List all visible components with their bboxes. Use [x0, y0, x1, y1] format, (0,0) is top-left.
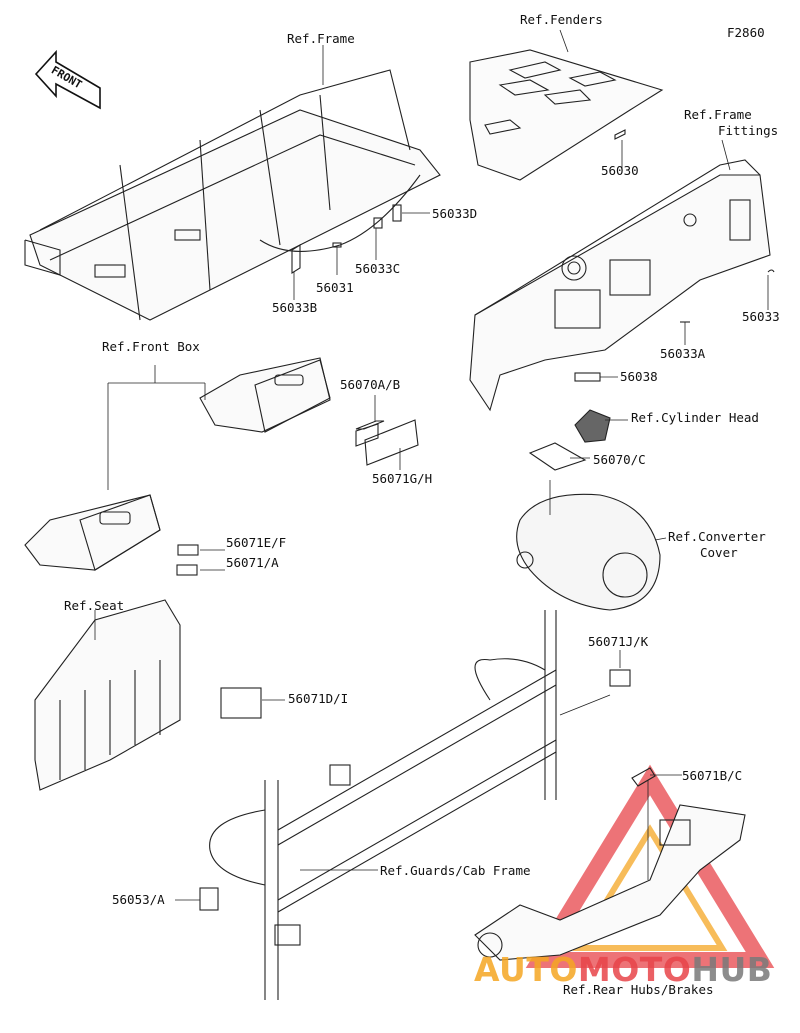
front-arrow-icon	[34, 49, 101, 110]
front-box-upper-drawing	[199, 357, 331, 433]
part-56071EF: 56071E/F	[226, 535, 287, 550]
frame-fittings-drawing	[469, 159, 771, 412]
part-56033C: 56033C	[355, 261, 401, 276]
ref-frame-fittings-label-1: Ref.Frame	[684, 107, 752, 122]
ref-rear-hubs-brakes-label: Ref.Rear Hubs/Brakes	[563, 982, 714, 997]
watermark-hub: HUB	[691, 950, 773, 989]
part-56033: 56033	[742, 309, 780, 324]
ref-front-box-label: Ref.Front Box	[102, 339, 200, 354]
ref-guards-cab-frame-label: Ref.Guards/Cab Frame	[380, 863, 531, 878]
frame-drawing	[24, 69, 441, 321]
part-56033A: 56033A	[660, 346, 706, 361]
label-part-shapes	[176, 129, 775, 911]
cab-frame-drawing	[209, 610, 557, 1000]
ref-seat-label: Ref.Seat	[64, 598, 125, 613]
part-56038: 56038	[620, 369, 658, 384]
figure-code: F2860	[727, 25, 765, 40]
rear-hubs-drawing	[474, 804, 746, 961]
part-56030: 56030	[601, 163, 639, 178]
watermark-logo-icon	[525, 764, 775, 968]
leader-lines	[94, 29, 769, 901]
part-56071DI: 56071D/I	[288, 691, 349, 706]
cylinder-head-drawing	[574, 409, 611, 443]
ref-frame-label: Ref.Frame	[287, 31, 355, 46]
front-box-lower-drawing	[24, 494, 161, 571]
part-56033D: 56033D	[432, 206, 478, 221]
part-56071JK: 56071J/K	[588, 634, 649, 649]
part-56033B: 56033B	[272, 300, 318, 315]
part-56071A: 56071/A	[226, 555, 279, 570]
seat-drawing	[34, 599, 181, 791]
ref-fenders-label: Ref.Fenders	[520, 12, 603, 27]
converter-cover-drawing	[516, 493, 661, 611]
part-56053A: 56053/A	[112, 892, 165, 907]
watermark-text: AUTOMOTOHUB	[474, 953, 772, 986]
part-56031: 56031	[316, 280, 354, 295]
watermark-moto: MOTO	[577, 950, 692, 989]
part-56071BC: 56071B/C	[682, 768, 743, 783]
ref-frame-fittings-label-2: Fittings	[718, 123, 779, 138]
ref-converter-cover-label-1: Ref.Converter	[668, 529, 766, 544]
watermark-auto: AUTO	[474, 950, 578, 989]
part-56070C: 56070/C	[593, 452, 646, 467]
ref-converter-cover-label-2: Cover	[700, 545, 738, 560]
ref-cylinder-head-label: Ref.Cylinder Head	[631, 410, 759, 425]
fenders-drawing	[469, 49, 664, 181]
part-56070AB: 56070A/B	[340, 377, 401, 392]
part-56071GH: 56071G/H	[372, 471, 433, 486]
